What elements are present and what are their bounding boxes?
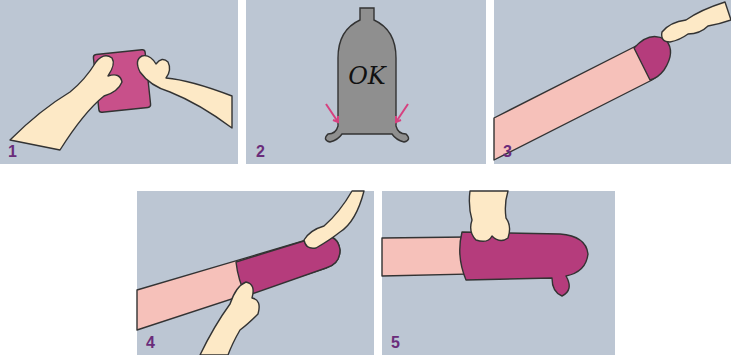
condom-on bbox=[382, 191, 588, 296]
condom bbox=[634, 36, 671, 80]
callout-number: 2 bbox=[256, 144, 265, 160]
unrolling bbox=[137, 191, 364, 355]
panel bbox=[0, 0, 238, 164]
arrow bbox=[396, 104, 408, 122]
hand bbox=[469, 191, 509, 241]
hand bbox=[10, 56, 122, 150]
callout-number: 4 bbox=[146, 335, 155, 351]
arrow-head bbox=[333, 116, 338, 122]
callout-number: 5 bbox=[391, 335, 400, 351]
arrow-head bbox=[396, 116, 401, 122]
package-opening bbox=[10, 49, 232, 150]
hand bbox=[662, 2, 731, 42]
condom-check bbox=[325, 8, 408, 142]
arrow bbox=[326, 104, 338, 122]
callout-number: 3 bbox=[503, 144, 512, 160]
panel bbox=[137, 191, 374, 355]
hand bbox=[137, 56, 232, 128]
check-mark-text: OK bbox=[348, 64, 386, 88]
panel bbox=[494, 0, 731, 164]
body-shape bbox=[494, 43, 664, 160]
hand bbox=[200, 282, 259, 355]
placing-condom bbox=[494, 2, 731, 160]
callout-number: 1 bbox=[8, 144, 17, 160]
panel bbox=[382, 191, 615, 355]
condom bbox=[460, 232, 588, 296]
condom-shape bbox=[325, 8, 408, 142]
hand bbox=[304, 191, 364, 248]
panel bbox=[246, 0, 486, 164]
